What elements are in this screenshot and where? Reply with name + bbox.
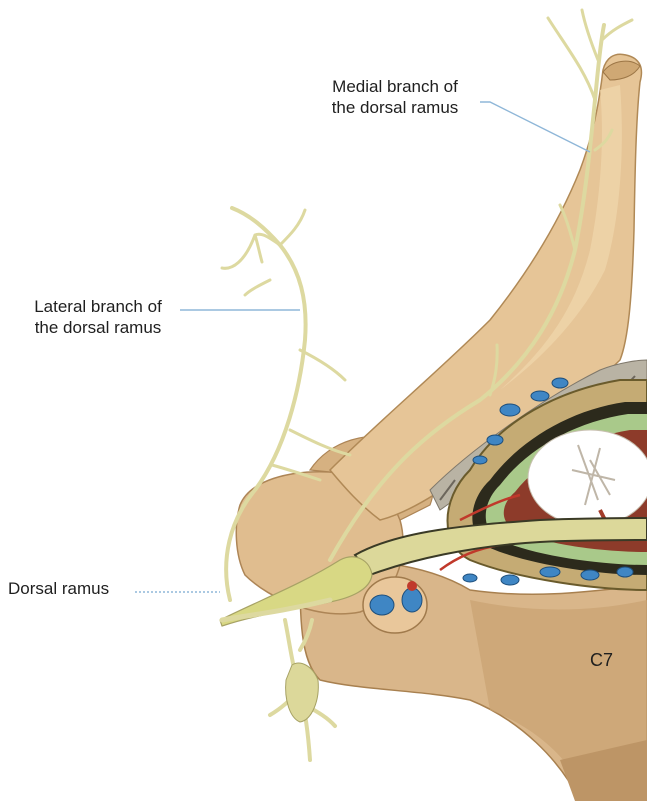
lateral-branch-label-line2: the dorsal ramus [0, 317, 196, 338]
spinal-cord [528, 430, 647, 526]
medial-branch-label-line2: the dorsal ramus [300, 97, 490, 118]
vertebral-artery [370, 595, 394, 615]
dorsal-ramus-label: Dorsal ramus [8, 578, 109, 599]
vertebral-vein [402, 588, 422, 612]
vertebral-artery-lumen [407, 581, 417, 591]
medial-branch-label-line1: Medial branch of [300, 76, 490, 97]
lateral-branch-label: Lateral branch of the dorsal ramus [0, 296, 196, 338]
ventral-ramus-ganglion [286, 663, 319, 722]
vertebra-label: C7 [590, 650, 613, 671]
leader-medial [480, 102, 590, 152]
lateral-branch-label-line1: Lateral branch of [0, 296, 196, 317]
medial-branch-label: Medial branch of the dorsal ramus [300, 76, 490, 118]
